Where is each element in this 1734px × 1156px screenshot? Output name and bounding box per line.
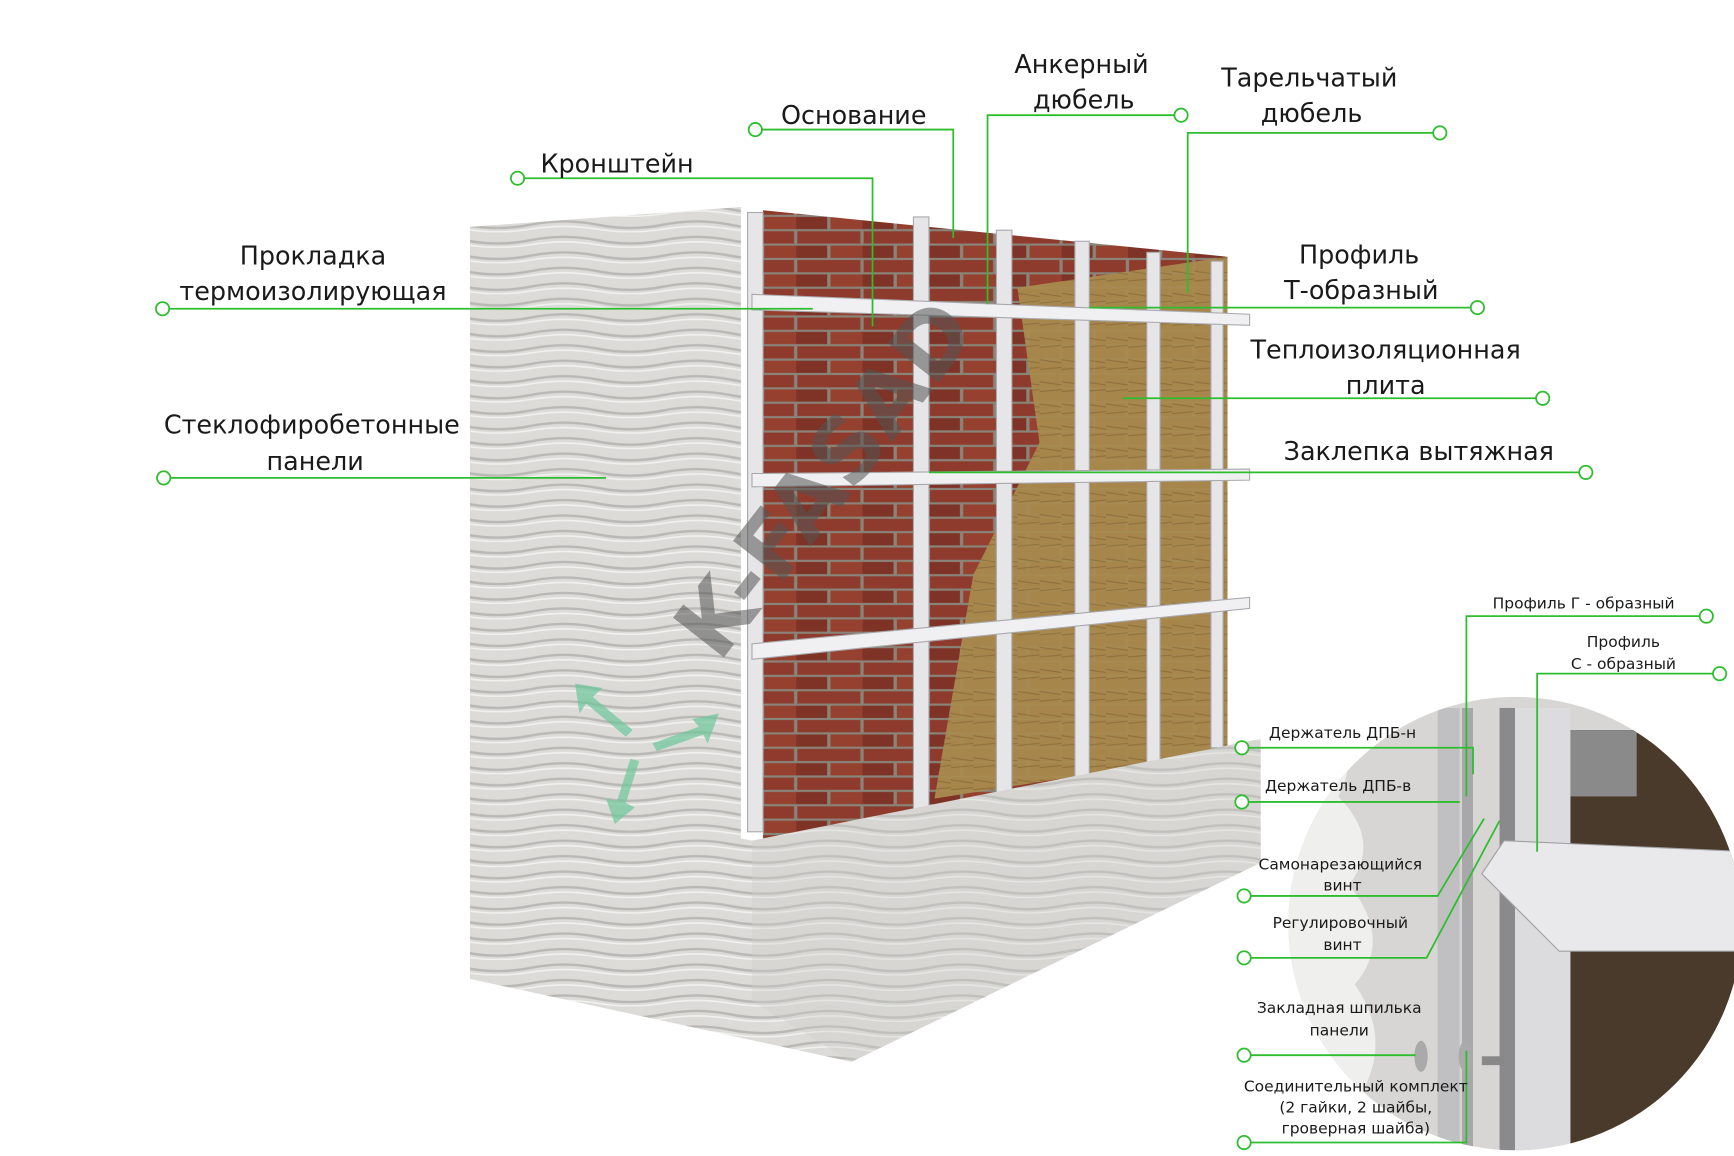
label-tarelchatyi-1: Тарельчатый xyxy=(1220,62,1397,92)
label-zakladnaya-2: панели xyxy=(1310,1021,1369,1039)
label-profil-g: Профиль Г - образный xyxy=(1493,594,1675,612)
label-teploizol-1: Теплоизоляционная xyxy=(1250,334,1521,364)
label-teploizol-2: плита xyxy=(1346,370,1426,400)
label-osnovanie: Основание xyxy=(781,100,927,130)
label-soedin-3: гроверная шайба) xyxy=(1282,1120,1430,1138)
label-samonar-2: винт xyxy=(1323,876,1361,894)
fiber-concrete-panels xyxy=(469,206,1261,1062)
label-zakladnaya-1: Закладная шпилька xyxy=(1257,999,1422,1017)
label-profil-c-1: Профиль xyxy=(1587,633,1660,651)
label-derzh-n: Держатель ДПБ-н xyxy=(1269,724,1416,742)
detail-zoom xyxy=(1288,696,1734,1151)
label-kronshtein: Кронштейн xyxy=(540,149,693,179)
leader-lines xyxy=(162,114,1720,1144)
label-derzh-v: Держатель ДПБ-в xyxy=(1265,777,1411,795)
label-ankernyi-2: дюбель xyxy=(1033,85,1135,115)
label-profil-t-1: Профиль xyxy=(1299,239,1419,269)
label-soedin-1: Соединительный комплект xyxy=(1244,1078,1468,1096)
label-regul-2: винт xyxy=(1323,936,1361,954)
label-steklo-1: Стеклофиробетонные xyxy=(164,410,460,440)
move-arrows-icon xyxy=(575,683,719,825)
label-soedin-2: (2 гайки, 2 шайбы, xyxy=(1279,1099,1432,1117)
horizontal-profiles xyxy=(751,293,1251,660)
leader-dots xyxy=(155,107,1728,1151)
vertical-profiles xyxy=(747,211,1224,833)
label-profil-t-2: Т-образный xyxy=(1283,275,1438,305)
label-ankernyi-1: Анкерный xyxy=(1014,49,1148,79)
label-prokladka-2: термоизолирующая xyxy=(179,276,446,306)
label-zaklepka: Заклепка вытяжная xyxy=(1284,436,1554,466)
label-prokladka-1: Прокладка xyxy=(240,240,387,270)
label-regul-1: Регулировочный xyxy=(1273,914,1408,932)
label-profil-c-2: С - образный xyxy=(1571,655,1676,673)
label-samonar-1: Самонарезающийся xyxy=(1259,855,1423,873)
label-tarelchatyi-2: дюбель xyxy=(1261,98,1363,128)
label-steklo-2: панели xyxy=(267,446,364,476)
wall-illustration: K-FASAD xyxy=(469,206,1261,1062)
